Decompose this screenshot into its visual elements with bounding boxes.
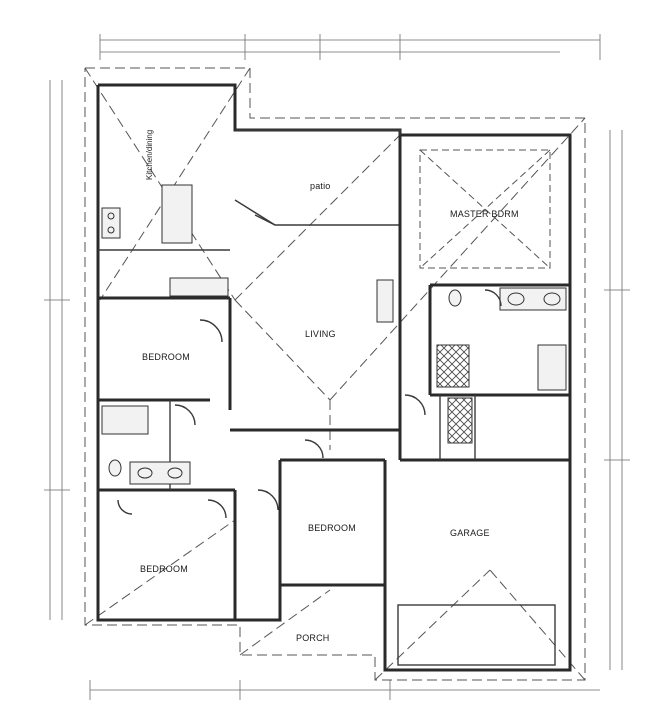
toilet-master bbox=[448, 289, 462, 307]
bedroom-left-label: BEDROOM bbox=[142, 352, 190, 362]
bathtub-master bbox=[537, 344, 567, 391]
kitchen-island bbox=[161, 184, 193, 244]
kitchen-fixtures bbox=[101, 184, 229, 297]
master-ceiling-outline bbox=[419, 149, 551, 269]
bedroom-center-label: BEDROOM bbox=[308, 523, 356, 533]
patio-area bbox=[234, 129, 401, 226]
master-bedroom-label: MASTER BDRM bbox=[450, 209, 519, 219]
interior-walls bbox=[98, 135, 570, 620]
garage-label: GARAGE bbox=[450, 528, 490, 538]
living-fireplace bbox=[376, 279, 394, 323]
porch-label: PORCH bbox=[296, 633, 330, 643]
dimension-lines bbox=[44, 34, 630, 700]
door-swings bbox=[117, 289, 502, 519]
left-bath-fixtures bbox=[101, 405, 191, 485]
bedroom-bottom-left-label: BEDROOM bbox=[140, 564, 188, 574]
kitchen-label: Kitchen/dining bbox=[145, 130, 154, 180]
garage-slab bbox=[397, 604, 556, 666]
bathtub-left bbox=[101, 405, 149, 435]
exterior-walls bbox=[96, 83, 572, 672]
patio-label: patio bbox=[310, 181, 331, 191]
living-label: LIVING bbox=[305, 329, 336, 339]
range-stove bbox=[101, 207, 121, 239]
shower-master bbox=[436, 344, 470, 388]
roof-outline bbox=[84, 67, 586, 681]
kitchen-counter bbox=[169, 277, 229, 297]
closet-storage bbox=[447, 397, 473, 444]
master-bath-fixtures bbox=[436, 287, 567, 444]
toilet-left bbox=[108, 459, 122, 477]
